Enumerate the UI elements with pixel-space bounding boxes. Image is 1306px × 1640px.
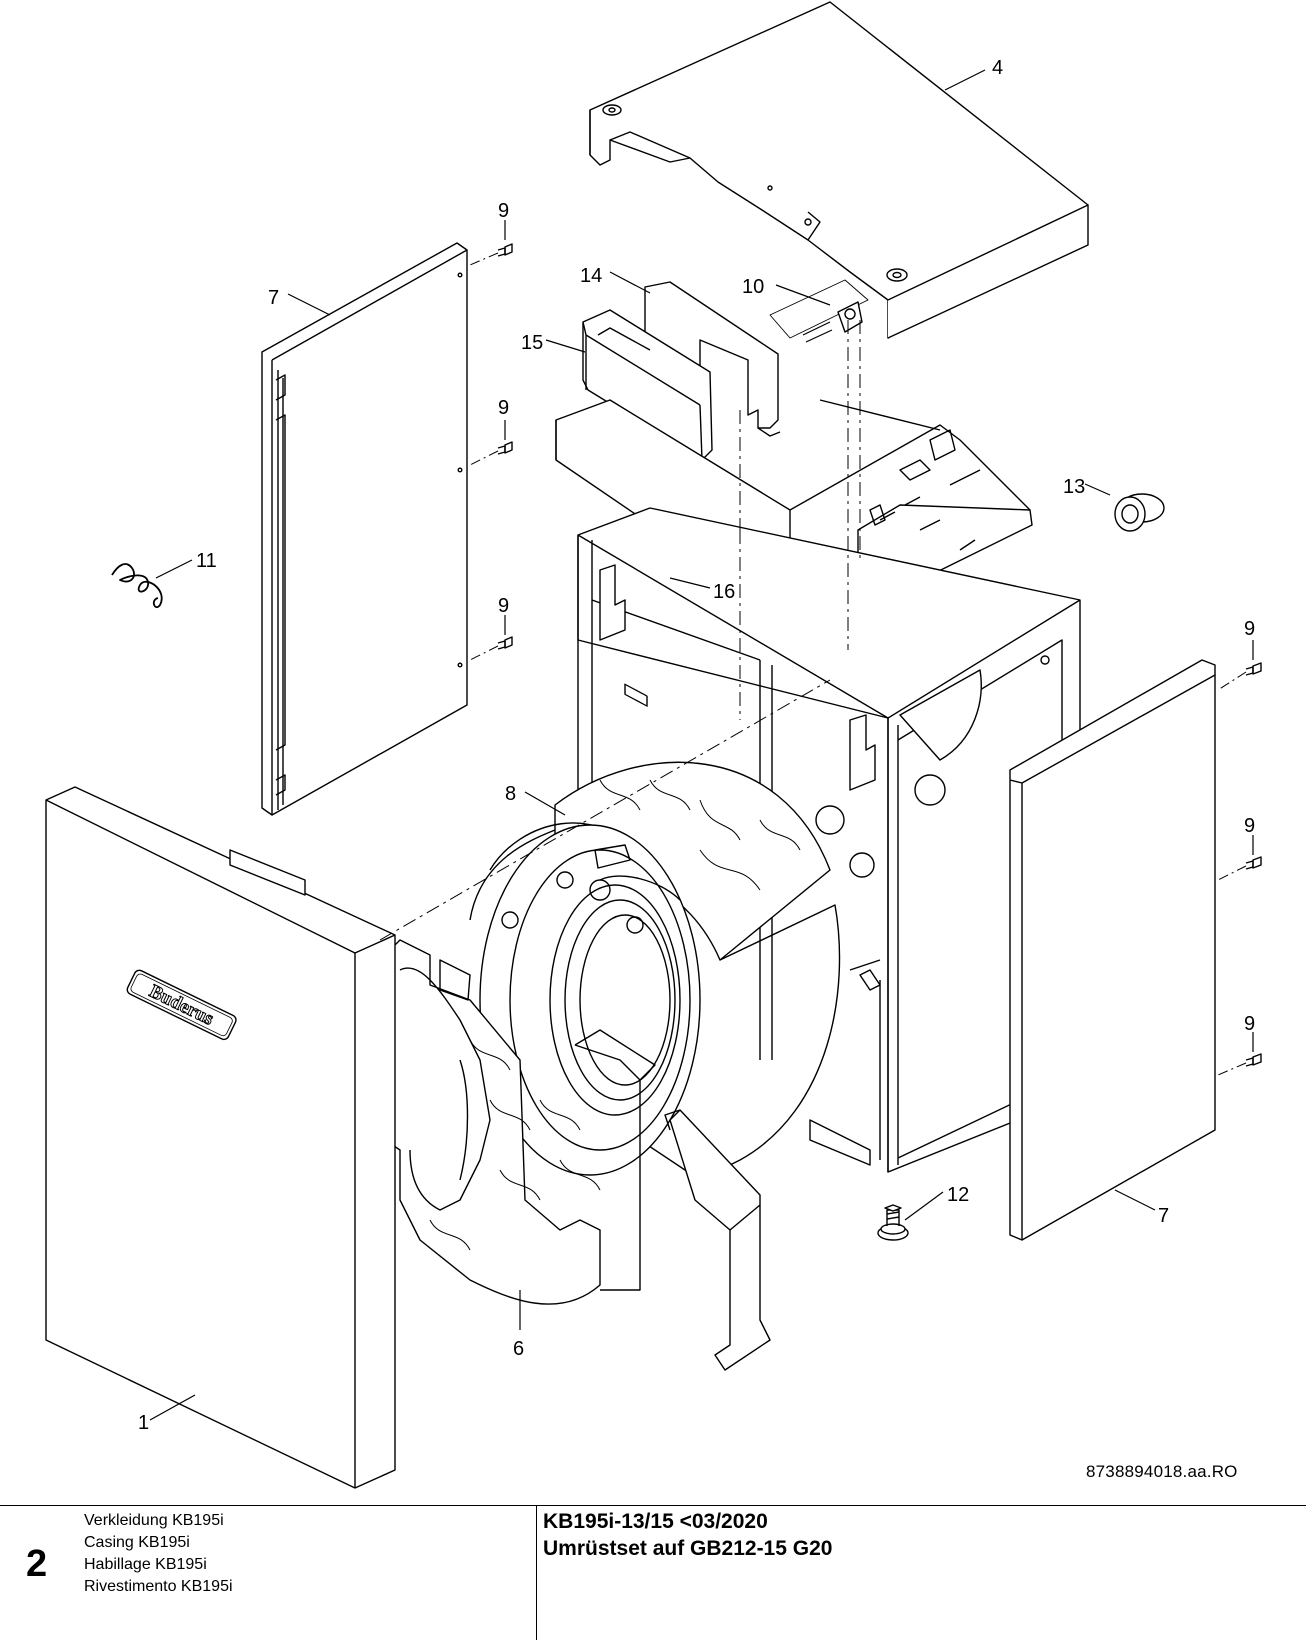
spring-clip-part-11 xyxy=(111,563,163,609)
label-9-c: 9 xyxy=(498,595,509,617)
leader-lines xyxy=(149,69,1254,1421)
title-line-2: Umrüstset auf GB212-15 G20 xyxy=(543,1537,833,1560)
side-panel-part-7-left xyxy=(261,242,468,816)
side-panel-part-7-right xyxy=(1009,659,1216,1241)
document-title: KB195i-13/15 <03/2020 Umrüstset auf GB21… xyxy=(543,1508,832,1562)
boiler-frame xyxy=(577,507,1081,1173)
title-block: 2 Verkleidung KB195i Casing KB195i Habil… xyxy=(0,1505,1306,1640)
label-11: 11 xyxy=(196,550,217,572)
screws-part-9-right xyxy=(1217,662,1262,1076)
footer-divider xyxy=(536,1506,537,1640)
front-insulation-part-6 xyxy=(384,939,656,1305)
label-15: 15 xyxy=(521,332,543,354)
assembly-name-fr: Habillage KB195i xyxy=(84,1556,207,1573)
label-9-a: 9 xyxy=(498,200,509,222)
label-12: 12 xyxy=(947,1184,969,1206)
assembly-name-de: Verkleidung KB195i xyxy=(84,1512,224,1529)
label-8: 8 xyxy=(505,783,516,805)
label-13: 13 xyxy=(1063,476,1085,498)
title-line-1: KB195i-13/15 <03/2020 xyxy=(543,1510,768,1533)
assembly-name-it: Rivestimento KB195i xyxy=(84,1578,233,1595)
label-16: 16 xyxy=(713,581,735,603)
assembly-axes xyxy=(379,320,861,941)
part-number-labels: 4 7 9 9 9 14 10 15 13 11 16 9 9 9 8 12 7… xyxy=(138,57,1255,1434)
label-9-e: 9 xyxy=(1244,815,1255,837)
bottom-bracket xyxy=(664,1109,771,1371)
label-9-d: 9 xyxy=(1244,618,1255,640)
control-unit-part-15 xyxy=(582,309,713,707)
assembly-names: Verkleidung KB195i Casing KB195i Habilla… xyxy=(84,1510,233,1598)
label-14: 14 xyxy=(580,265,602,287)
burner-insulation-part-8 xyxy=(469,761,841,1181)
label-4: 4 xyxy=(992,57,1003,79)
label-6: 6 xyxy=(513,1338,524,1360)
adjustable-foot-part-12 xyxy=(877,1204,909,1241)
grommet-part-13 xyxy=(1114,493,1165,532)
label-9-f: 9 xyxy=(1244,1013,1255,1035)
document-number: 8738894018.aa.RO xyxy=(1086,1462,1238,1481)
label-7-left: 7 xyxy=(268,287,279,309)
sheet-number: 2 xyxy=(26,1543,48,1585)
gas-valve-part-10 xyxy=(769,279,869,343)
label-10: 10 xyxy=(742,276,764,298)
assembly-name-en: Casing KB195i xyxy=(84,1534,190,1551)
screws-part-9-left xyxy=(469,243,513,661)
label-1: 1 xyxy=(138,1412,149,1434)
front-door-part-1 xyxy=(45,786,396,1489)
label-7-right: 7 xyxy=(1158,1205,1169,1227)
top-cover-part-4 xyxy=(589,1,1089,339)
exploded-parts-drawing: Buderus xyxy=(45,1,1262,1489)
label-9-b: 9 xyxy=(498,397,509,419)
